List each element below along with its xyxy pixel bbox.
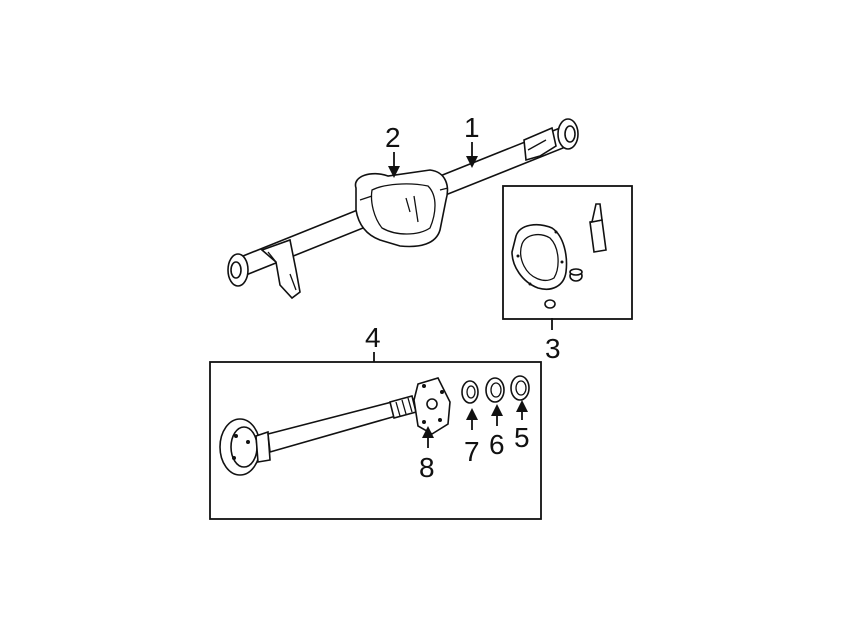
axle-shaft[interactable]	[219, 395, 417, 476]
callout-4-label: 4	[365, 322, 381, 353]
callout-3[interactable]: 3	[545, 318, 561, 364]
callout-1[interactable]: 1	[464, 112, 480, 168]
fill-plug[interactable]	[569, 268, 583, 282]
cover-gasket[interactable]	[511, 223, 568, 290]
retainer-ring[interactable]	[461, 380, 479, 404]
callout-8[interactable]: 8	[419, 426, 435, 483]
callout-1-label: 1	[464, 112, 480, 143]
callout-3-label: 3	[545, 333, 561, 364]
cover-bolt[interactable]	[544, 299, 556, 309]
callout-2-label: 2	[385, 122, 401, 153]
wheel-bearing[interactable]	[485, 377, 505, 403]
callout-6[interactable]: 6	[489, 404, 505, 460]
retainer-plate[interactable]	[413, 377, 451, 435]
callout-4[interactable]: 4	[365, 322, 381, 362]
callout-2[interactable]: 2	[385, 122, 401, 178]
axle-housing[interactable]	[227, 118, 579, 300]
callout-8-label: 8	[419, 452, 435, 483]
callout-5-label: 5	[514, 422, 530, 453]
axle-seal[interactable]	[510, 375, 530, 401]
axle-shaft-box	[209, 361, 542, 520]
callout-5[interactable]: 5	[514, 400, 530, 453]
cover-kit-box	[502, 185, 633, 320]
callout-7[interactable]: 7	[464, 408, 480, 467]
callout-7-label: 7	[464, 436, 480, 467]
callout-6-label: 6	[489, 429, 505, 460]
sealant-tube[interactable]	[589, 203, 607, 253]
